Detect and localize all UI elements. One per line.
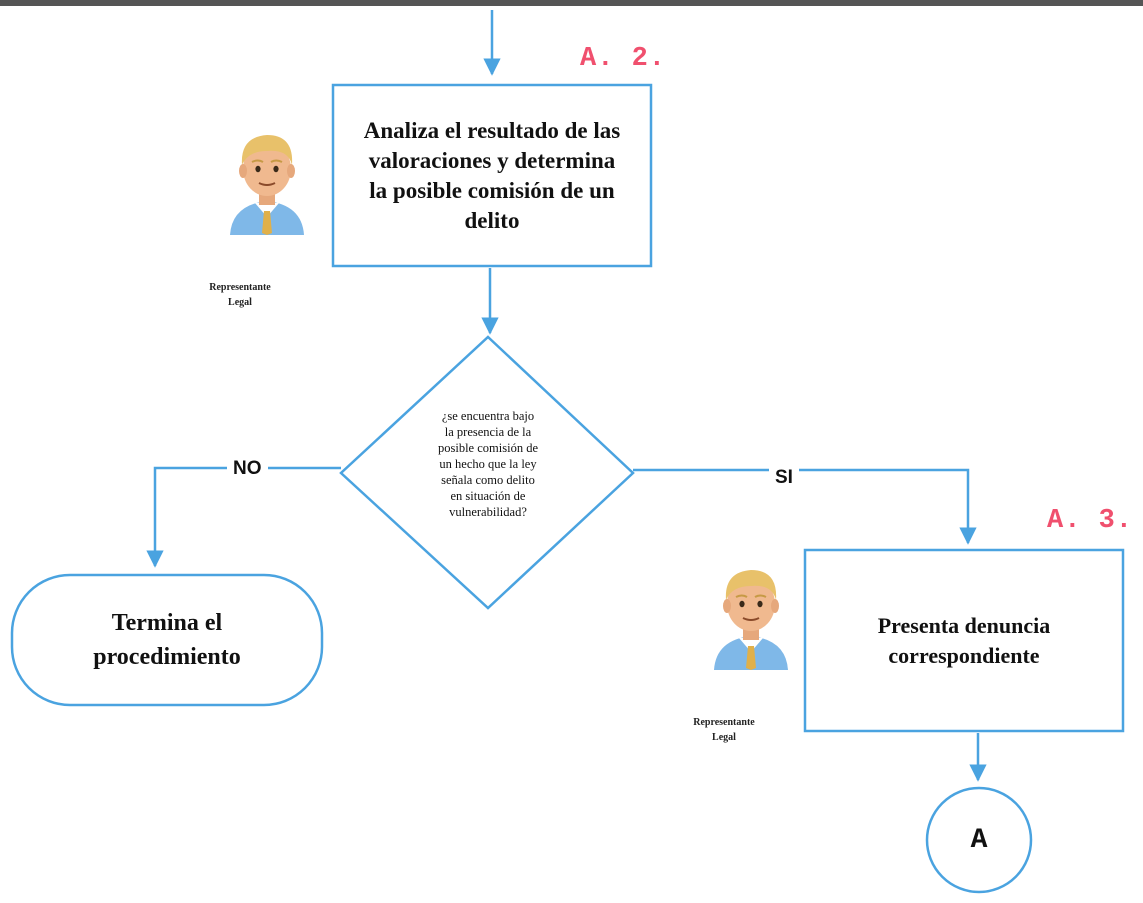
man-office-worker-icon — [714, 570, 788, 670]
decision-text: ¿se encuentra bajo la presencia de la po… — [438, 409, 538, 519]
report-box — [803, 548, 1125, 733]
offpage-connector-circle — [925, 786, 1033, 894]
top-border — [0, 0, 1143, 6]
role-caption-top: Representante Legal — [209, 282, 271, 308]
analyze-box — [331, 83, 653, 268]
step-label-a2: A. 2. — [580, 44, 667, 74]
analyze-text: Analiza el resultado de las valoraciones… — [363, 117, 621, 233]
yes-branch-connector — [633, 468, 977, 545]
decision-diamond — [339, 335, 635, 610]
man-office-worker-icon — [230, 135, 304, 235]
connector-text: A — [970, 824, 988, 856]
step-label-a3: A. 3. — [1047, 506, 1134, 536]
report-text: Presenta denuncia correspondiente — [877, 612, 1051, 668]
terminate-text: Termina el procedimiento — [93, 610, 241, 670]
no-branch-label: NO — [227, 458, 268, 480]
no-branch-connector — [146, 466, 341, 568]
terminate-box — [10, 573, 324, 707]
role-caption-bottom: Representante Legal — [693, 717, 755, 743]
yes-branch-label: SI — [769, 467, 799, 489]
